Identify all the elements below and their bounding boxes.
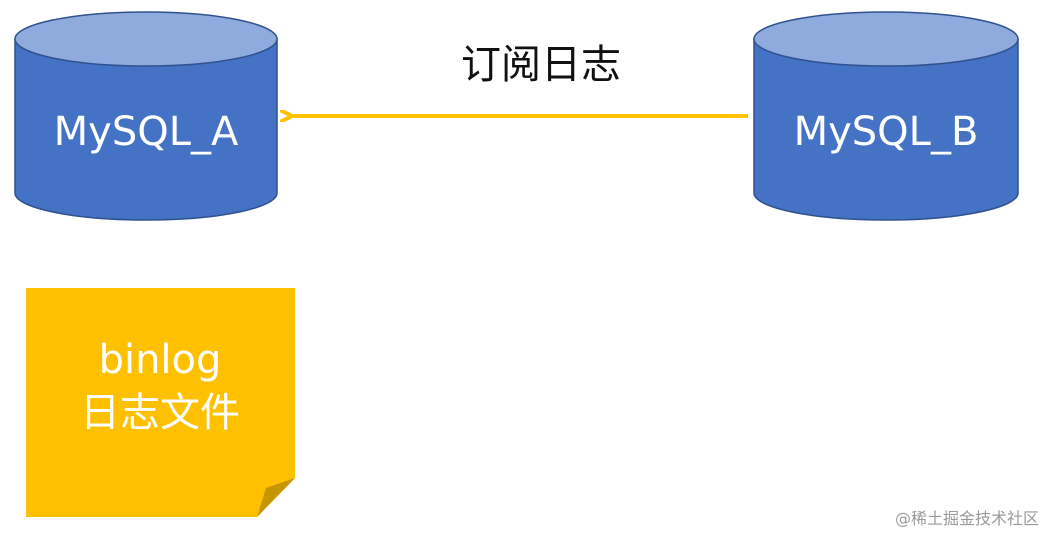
database-mysql-a: MySQL_A: [14, 11, 278, 221]
binlog-note-line2: 日志文件: [80, 390, 240, 436]
database-mysql-a-label: MySQL_A: [54, 109, 239, 155]
subscribe-arrow: 订阅日志: [290, 42, 748, 116]
binlog-note: binlog 日志文件: [26, 288, 295, 517]
database-mysql-b-top: [753, 11, 1019, 67]
subscribe-arrow-label: 订阅日志: [461, 42, 621, 88]
binlog-note-line1: binlog: [99, 337, 222, 383]
watermark-text: @稀土掘金技术社区: [894, 509, 1039, 528]
database-mysql-b-body: [753, 38, 1019, 221]
database-mysql-a-body: [14, 38, 278, 221]
database-mysql-b-label: MySQL_B: [794, 109, 979, 155]
database-mysql-a-top: [14, 11, 278, 67]
database-mysql-b: MySQL_B: [753, 11, 1019, 221]
binlog-note-body: [26, 288, 295, 517]
binlog-note-fold: [257, 478, 295, 517]
